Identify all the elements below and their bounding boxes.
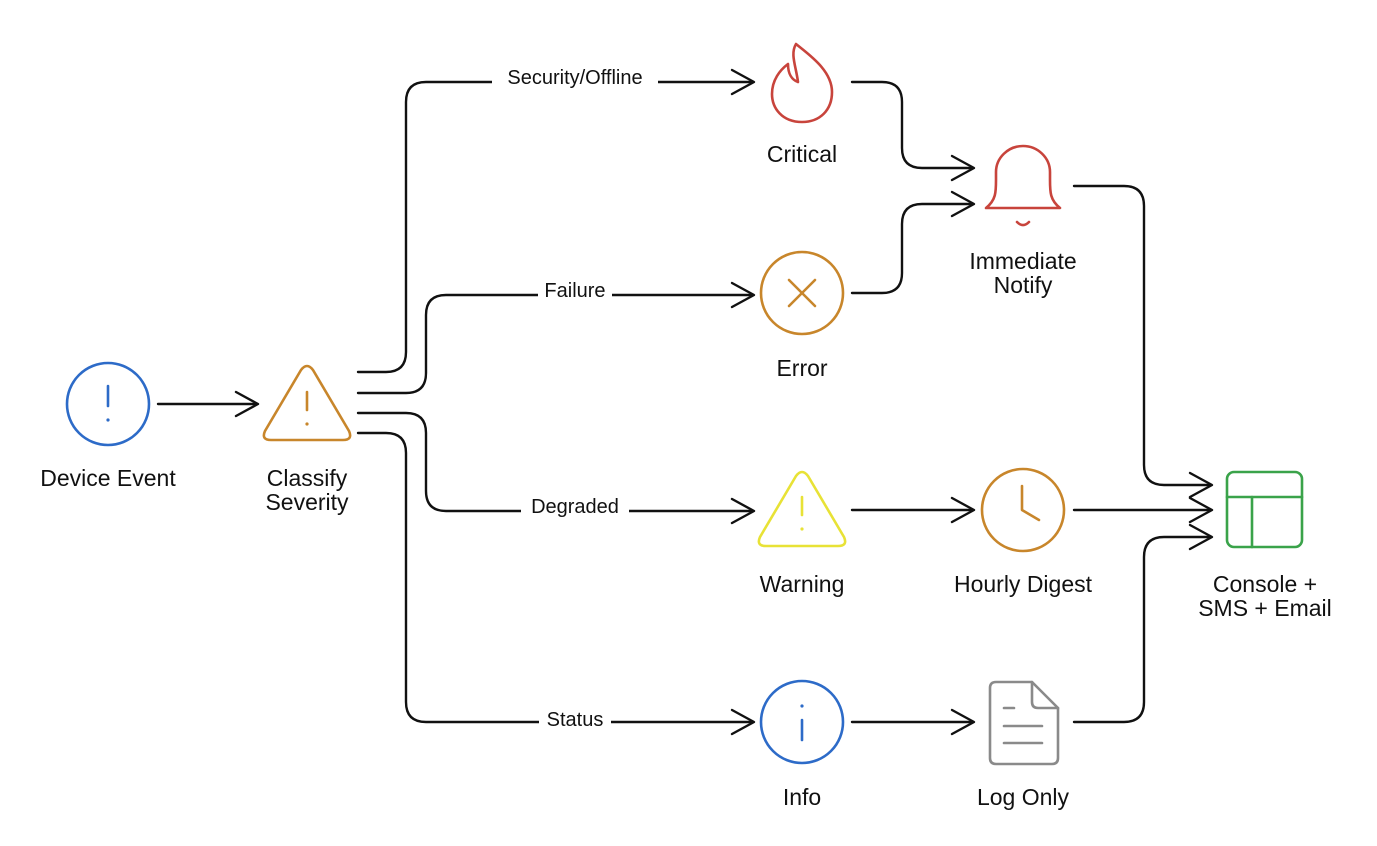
node-label-console-line2: SMS + Email (1198, 595, 1332, 621)
node-info: Info (759, 679, 845, 810)
node-label-warning: Warning (760, 571, 845, 597)
node-label-notify-line2: Notify (994, 272, 1053, 298)
document-icon (988, 680, 1060, 766)
node-label-device-event: Device Event (40, 465, 176, 491)
node-hourly-digest: Hourly Digest (954, 467, 1093, 597)
edges (156, 68, 1214, 736)
node-critical: Critical (767, 42, 837, 167)
edge-label-status: Status (547, 709, 604, 731)
edge-info-to-log (850, 708, 976, 736)
edge-label-failure: Failure (544, 280, 605, 302)
node-log-only: Log Only (977, 680, 1070, 810)
edge-classify-to-info (356, 431, 756, 736)
node-warning: Warning (757, 470, 847, 597)
node-label-critical: Critical (767, 141, 837, 167)
node-label-notify-line1: Immediate (969, 248, 1076, 274)
edge-error-to-notify (850, 190, 976, 295)
node-label-classify-line1: Classify (267, 465, 348, 491)
edge-classify-to-warning (356, 411, 756, 525)
layout-icon (1225, 470, 1304, 549)
x-circle-icon (759, 250, 845, 336)
edge-critical-to-notify (850, 80, 976, 182)
edge-device-to-classify (156, 390, 260, 418)
edge-warning-to-digest (850, 496, 976, 524)
node-immediate-notify: Immediate Notify (969, 144, 1077, 298)
node-label-log-only: Log Only (977, 784, 1070, 810)
edge-classify-to-critical (356, 68, 756, 374)
node-label-console-line1: Console + (1213, 571, 1317, 597)
edge-label-security-offline: Security/Offline (507, 67, 642, 89)
node-error: Error (759, 250, 845, 381)
warning-triangle-icon (757, 470, 847, 548)
node-label-error: Error (776, 355, 827, 381)
edge-label-degraded: Degraded (531, 496, 619, 518)
warning-triangle-icon (262, 364, 352, 442)
edge-notify-to-console (1072, 184, 1214, 499)
node-label-classify-line2: Severity (265, 489, 349, 515)
node-console-sms-email: Console + SMS + Email (1198, 470, 1332, 621)
alert-circle-icon (65, 361, 151, 447)
edge-log-to-console (1072, 523, 1214, 724)
bell-icon (984, 144, 1062, 227)
edge-classify-to-error (356, 281, 756, 395)
flame-icon (770, 42, 834, 124)
node-label-info: Info (783, 784, 821, 810)
edge-digest-to-console (1072, 496, 1214, 524)
node-label-hourly-digest: Hourly Digest (954, 571, 1093, 597)
node-classify-severity: Classify Severity (262, 364, 352, 515)
info-circle-icon (759, 679, 845, 765)
edge-labels: Security/Offline Failure Degraded Status (492, 64, 658, 732)
clock-icon (980, 467, 1066, 553)
node-device-event: Device Event (40, 361, 176, 491)
